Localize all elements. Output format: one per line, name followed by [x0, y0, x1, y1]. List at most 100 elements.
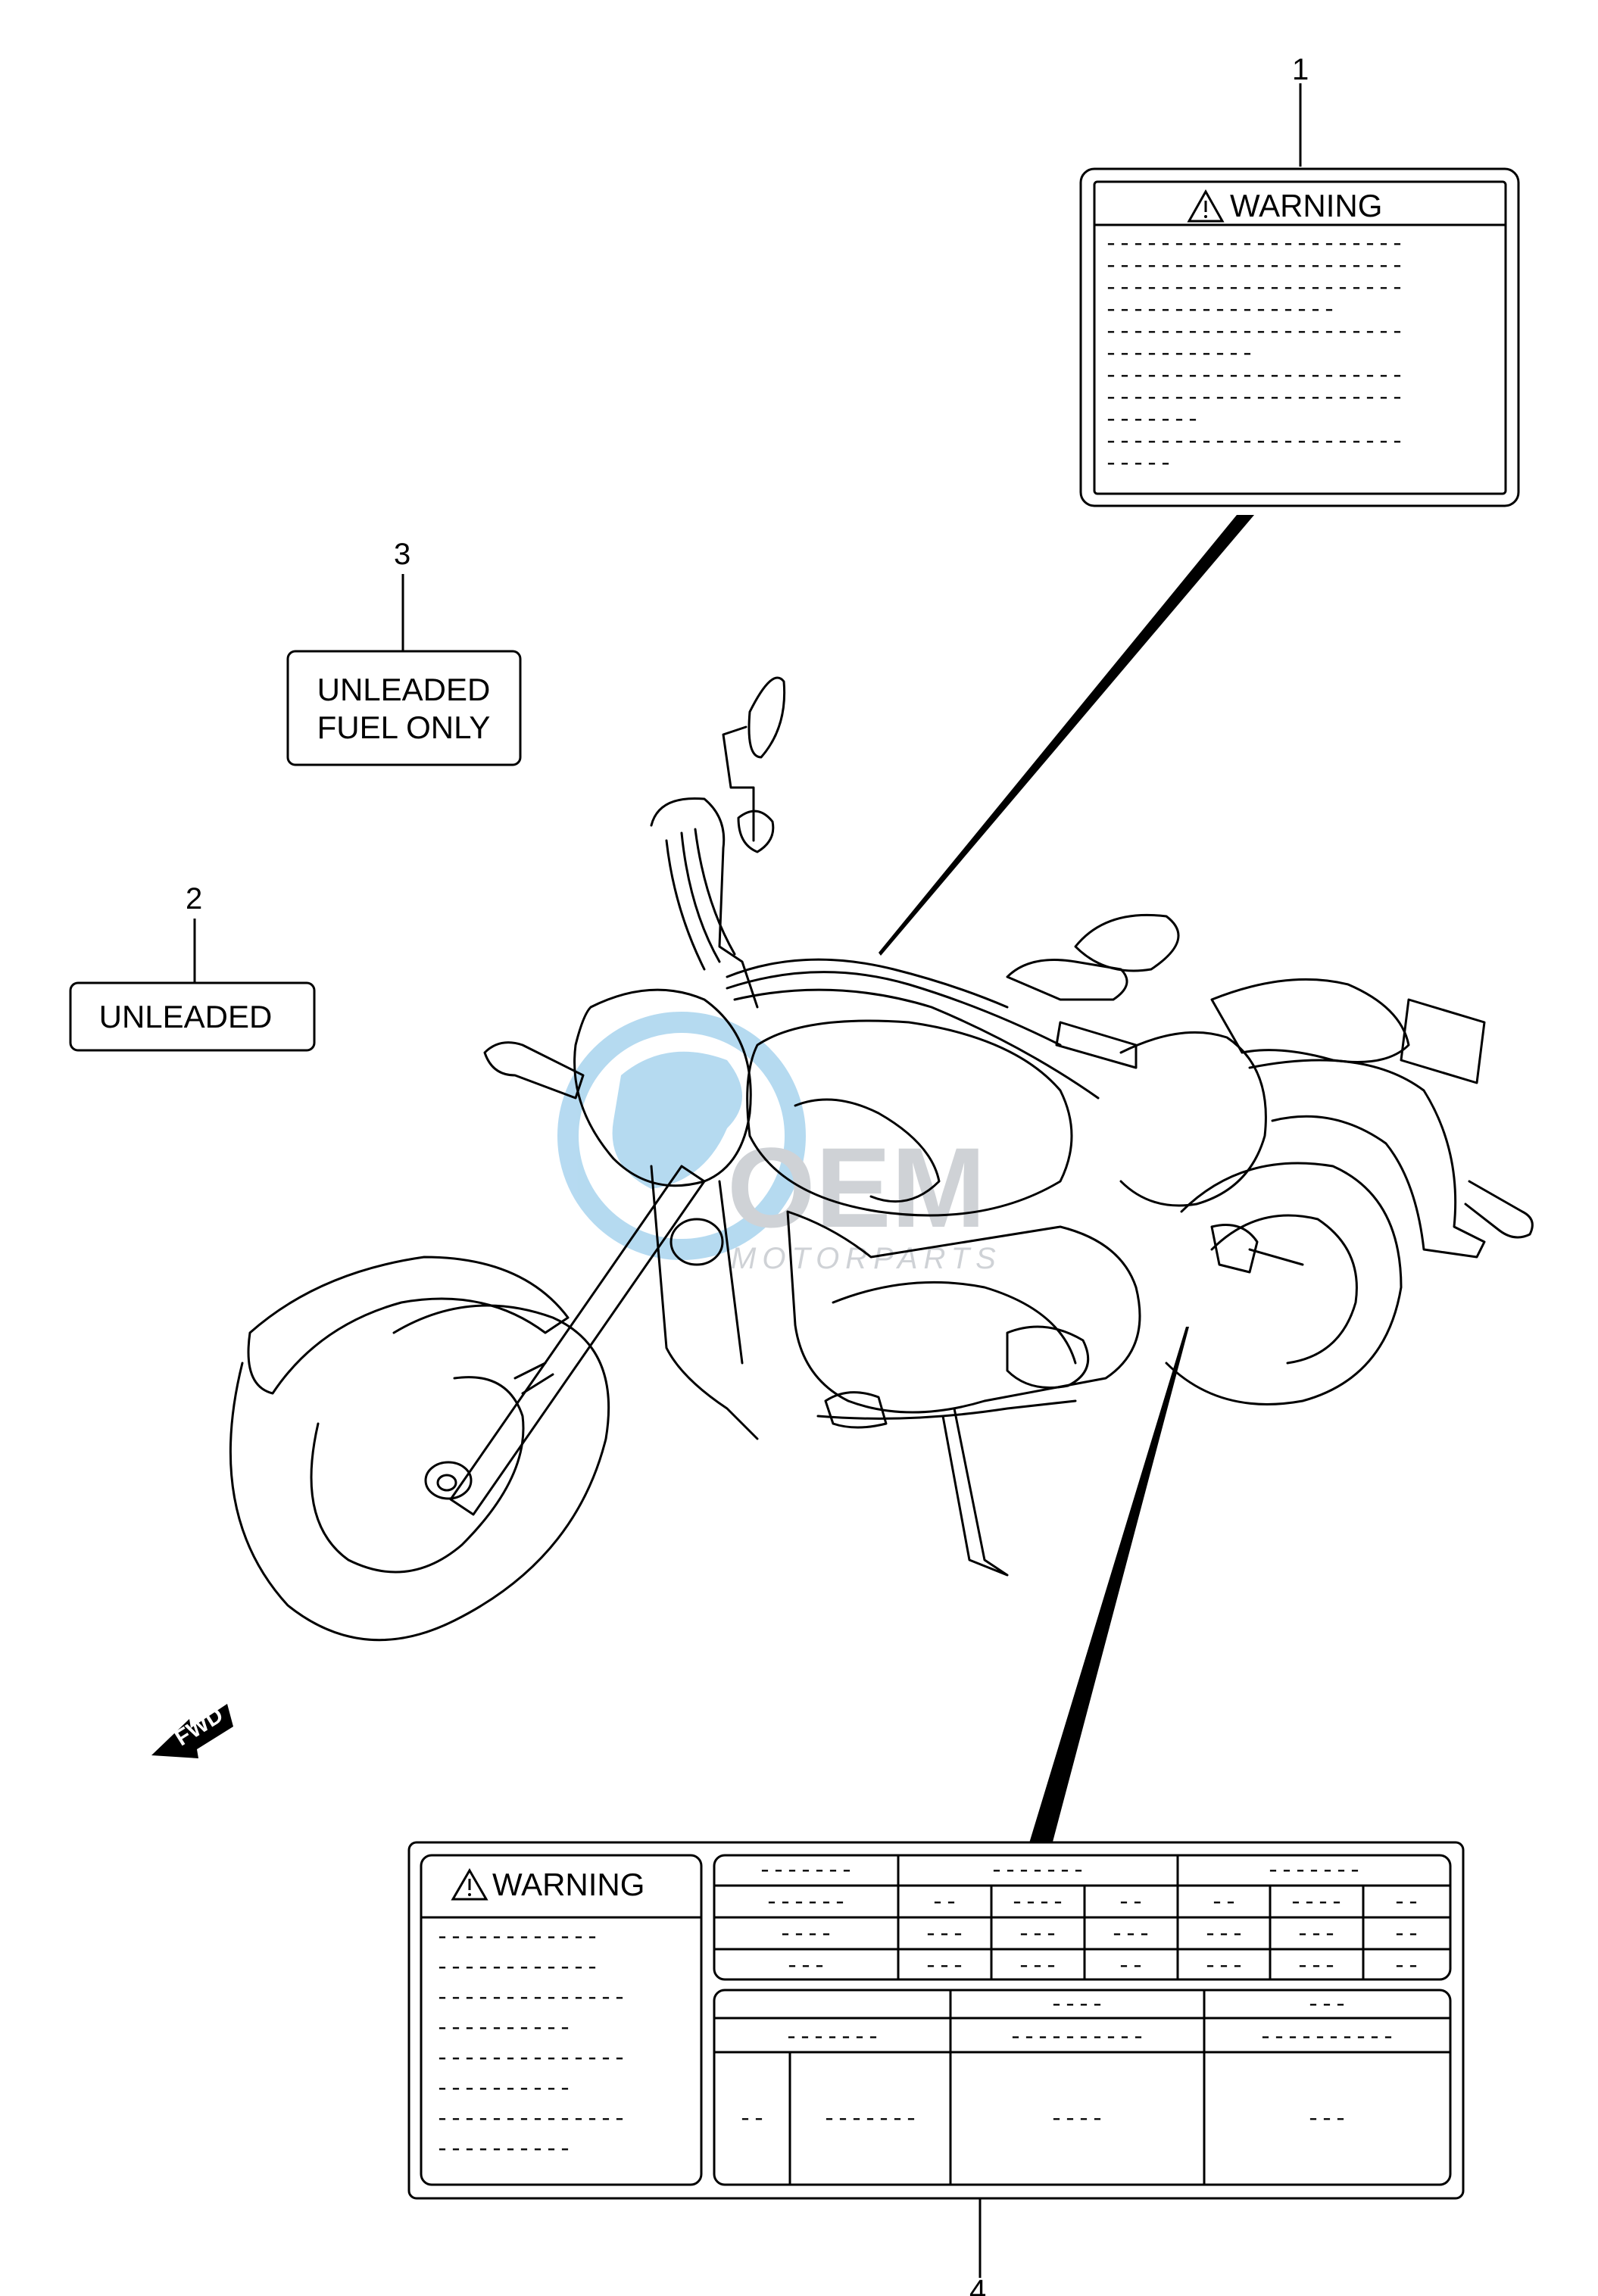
label-4-table-cell: ------ — [765, 1890, 847, 1916]
label-4-text-line: ---------- — [435, 2016, 572, 2042]
rear-signal — [1464, 1180, 1534, 1239]
label-4-text-line: ------------ — [435, 1955, 599, 1981]
label-4-table-cell: --- — [1296, 1922, 1337, 1948]
label-1-text-line: ---------------------- — [1104, 232, 1404, 257]
label-4-table-cell: -- — [1210, 1890, 1238, 1916]
exhaust — [816, 1399, 1077, 1420]
label-4-table-cell: ---- — [1289, 1890, 1344, 1916]
label-4-text-line: -------------- — [435, 1986, 626, 2011]
label-1-text-line: ---------------------- — [1104, 320, 1404, 345]
label-1-text-line: ---------------------- — [1104, 429, 1404, 455]
label-4-table-cell: --- — [1203, 1954, 1244, 1979]
callout-1: 1 — [1292, 53, 1309, 86]
grip-left — [483, 1041, 585, 1100]
label-1-text-lines: ----------------------------------------… — [1104, 232, 1404, 477]
fuel-tank — [746, 1019, 1073, 1217]
watermark-subtext: MOTORPARTS — [731, 1242, 1002, 1275]
seat — [1119, 1031, 1267, 1207]
label-4-text-line: ------------ — [435, 1925, 599, 1951]
label-4-bottom-body-cell: ------- — [822, 2107, 918, 2132]
callout-2: 2 — [186, 882, 202, 916]
fwd-arrow-icon: FWD — [151, 1702, 233, 1758]
frame — [650, 1165, 759, 1440]
label-4-table-cell: -- — [1393, 1954, 1420, 1979]
label-4-bottom-subheader-cell: ---------- — [1259, 2025, 1395, 2051]
label-1-inner — [1093, 180, 1507, 495]
label-2-unleaded: UNLEADED — [69, 981, 316, 1052]
label-4-bottom-body-cell: ---- — [1050, 2107, 1104, 2132]
label-4-left-panel — [420, 1854, 703, 2186]
label-4-table-header-cell: ------- — [1266, 1858, 1362, 1884]
label-4-table-cell: --- — [1017, 1954, 1058, 1979]
front-hub — [424, 1461, 473, 1500]
label-4-table-header-cell: ------- — [758, 1858, 854, 1884]
label-1-text-line: ---------------------- — [1104, 254, 1404, 279]
motorcycle-illustration — [229, 676, 1534, 1642]
warning-icon — [451, 1868, 488, 1901]
kickstand — [941, 1407, 1009, 1577]
license-plate — [1400, 998, 1486, 1084]
label-1-text-line: ---------------------- — [1104, 276, 1404, 301]
leader-4-pointer — [1021, 1327, 1189, 1870]
label-3-box — [286, 650, 522, 766]
turn-signal-front — [669, 1218, 724, 1266]
label-3-line2: FUEL ONLY — [317, 710, 491, 745]
label-3-line1: UNLEADED — [317, 672, 491, 707]
front-rim — [310, 1376, 525, 1574]
label-4-text-line: -------------- — [435, 2107, 626, 2132]
label-4-left-text-lines: ----------------------------------------… — [435, 1925, 626, 2163]
label-4-bottom-header-cell: --- — [1306, 1992, 1347, 2018]
label-1-text-line: ----------- — [1104, 342, 1254, 367]
label-4-bottom-subheader-cell: ------- — [785, 2025, 880, 2051]
leader-1-pointer — [879, 515, 1254, 956]
label-3-unleaded-fuel-only: UNLEADED FUEL ONLY — [286, 650, 522, 766]
label-4-top-table: ----------------------------------------… — [713, 1854, 1452, 1981]
leader-lines — [193, 83, 1302, 2278]
watermark-globe — [557, 1012, 806, 1260]
label-4-bottom-body-cell: -- — [738, 2107, 766, 2132]
label-4-table-cell: --- — [785, 1954, 826, 1979]
label-1-text-line: ---------------------- — [1104, 385, 1404, 411]
watermark-continent — [612, 1051, 742, 1189]
grip-right — [1006, 959, 1128, 1001]
label-4-table-cell: -- — [931, 1890, 958, 1916]
label-4-table-cell: -- — [1393, 1922, 1420, 1948]
rear-rim — [1210, 1214, 1358, 1365]
label-4-table-cell: --- — [1017, 1922, 1058, 1948]
label-1-warning: WARNING --------------------------------… — [1079, 167, 1520, 507]
label-4-bottom-body-cell: --- — [1306, 2107, 1347, 2132]
callout-3: 3 — [394, 538, 410, 571]
label-1-text-line: ----------------- — [1104, 298, 1336, 323]
label-2-text: UNLEADED — [99, 999, 273, 1034]
label-4-table-cell: --- — [1296, 1954, 1337, 1979]
label-4-table-cell: -- — [1393, 1890, 1420, 1916]
label-4-bottom-table: ----------------------------------------… — [713, 1989, 1452, 2186]
rear-fender — [1248, 1059, 1486, 1259]
label-4-text-line: ---------- — [435, 2137, 572, 2163]
label-4-table-cell: ---- — [1010, 1890, 1065, 1916]
handlebar — [650, 797, 759, 1009]
warning-icon — [1187, 189, 1225, 223]
watermark-text: OEM — [727, 1124, 986, 1251]
label-4-table-cell: --- — [1203, 1922, 1244, 1948]
mirror-left — [748, 676, 786, 759]
label-4-table-header-cell: ------- — [990, 1858, 1085, 1884]
callout-4: 4 — [969, 2274, 986, 2296]
label-4-table-cell: ---- — [779, 1922, 833, 1948]
label-1-title: WARNING — [1230, 188, 1382, 223]
label-4-table-cell: --- — [924, 1954, 965, 1979]
label-4-table-cell: -- — [1117, 1890, 1144, 1916]
label-4-table-cell: --- — [924, 1922, 965, 1948]
label-4-text-line: -------------- — [435, 2046, 626, 2072]
mirror-right — [1074, 913, 1180, 972]
label-4-bottom-subheader-cell: ---------- — [1009, 2025, 1145, 2051]
label-1-text-line: ---------------------- — [1104, 363, 1404, 389]
watermark: OEM MOTORPARTS — [557, 1012, 1002, 1275]
front-tire — [229, 1304, 610, 1642]
label-2-box — [69, 981, 316, 1052]
label-4-table-cell: -- — [1117, 1954, 1144, 1979]
label-4-bottom-header-cell: ---- — [1050, 1992, 1104, 2018]
label-4-text-line: ---------- — [435, 2076, 572, 2102]
label-4-title: WARNING — [492, 1867, 645, 1902]
